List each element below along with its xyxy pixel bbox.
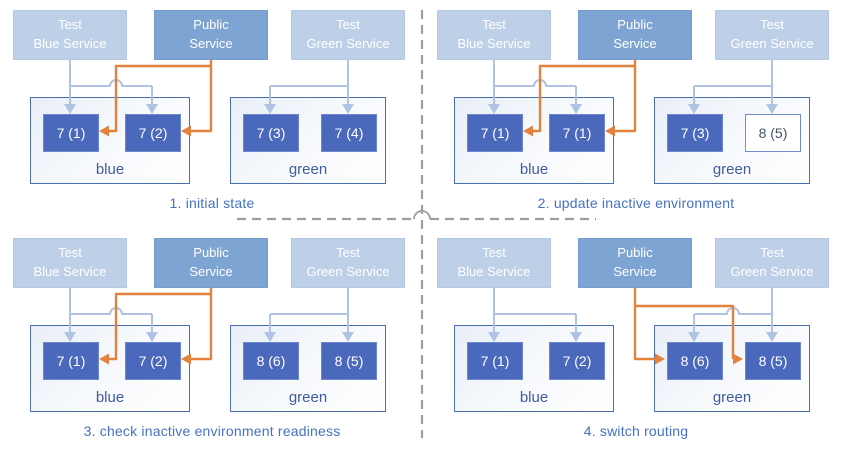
panel-initial-state: Test Blue Service Public Service Test Gr… [0,0,424,228]
service-label-line: Blue Service [33,264,107,279]
pod: 8 (6) [667,342,723,380]
environment-label: blue [95,161,125,178]
service-label-line: Blue Service [33,36,107,51]
green-environment-box: 8 (6) 8 (5) green [654,325,810,412]
service-label-line: Public [193,17,229,33]
pod: 7 (1) [43,342,99,380]
test-green-service-box: Test Green Service [291,238,405,288]
service-label-line: Public [617,245,653,261]
test-blue-service-box: Test Blue Service [437,238,551,288]
panel-check-inactive-environment-readiness: Test Blue Service Public Service Test Gr… [0,228,424,456]
step-caption: 2. update inactive environment [537,195,735,211]
pod: 8 (6) [243,342,299,380]
service-label-line: Green Service [306,264,390,279]
test-green-service-box: Test Green Service [715,10,829,60]
step-caption: 1. initial state [169,195,255,211]
step-caption: 4. switch routing [583,423,689,439]
service-label-line: Test [482,245,506,261]
service-label-line: Service [613,36,657,51]
blue-environment-box: 7 (1) 7 (1) blue [454,97,614,184]
pod: 7 (1) [549,114,605,152]
pod: 7 (4) [321,114,377,152]
pod: 7 (2) [549,342,605,380]
environment-label: blue [519,161,549,178]
pod: 7 (1) [467,342,523,380]
pod: 7 (1) [467,114,523,152]
pod: 7 (2) [125,114,181,152]
test-green-service-box: Test Green Service [291,10,405,60]
service-label-line: Green Service [730,36,814,51]
pod: 8 (5) [745,342,801,380]
pod: 7 (2) [125,342,181,380]
service-label-line: Service [189,36,233,51]
pod: 7 (3) [667,114,723,152]
environment-label: blue [519,389,549,406]
service-label-line: Test [58,245,82,261]
service-label-line: Service [613,264,657,279]
service-label-line: Test [336,245,360,261]
service-label-line: Green Service [306,36,390,51]
environment-label: green [288,389,328,406]
service-label-line: Blue Service [457,36,531,51]
environment-label: green [712,161,752,178]
public-service-box: Public Service [154,238,268,288]
blue-environment-box: 7 (1) 7 (2) blue [454,325,614,412]
service-label-line: Service [189,264,233,279]
service-label-line: Test [336,17,360,33]
pod: 7 (1) [43,114,99,152]
environment-label: green [712,389,752,406]
service-label-line: Test [760,17,784,33]
green-environment-box: 7 (3) 8 (5) green [654,97,810,184]
service-label-line: Test [58,17,82,33]
environment-label: blue [95,389,125,406]
service-label-line: Test [482,17,506,33]
service-label-line: Public [193,245,229,261]
service-label-line: Test [760,245,784,261]
environment-label: green [288,161,328,178]
blue-environment-box: 7 (1) 7 (2) blue [30,97,190,184]
service-label-line: Public [617,17,653,33]
green-environment-box: 8 (6) 8 (5) green [230,325,386,412]
service-label-line: Green Service [730,264,814,279]
public-service-box: Public Service [578,238,692,288]
green-environment-box: 7 (3) 7 (4) green [230,97,386,184]
blue-environment-box: 7 (1) 7 (2) blue [30,325,190,412]
public-service-box: Public Service [154,10,268,60]
panel-update-inactive-environment: Test Blue Service Public Service Test Gr… [424,0,848,228]
test-blue-service-box: Test Blue Service [13,238,127,288]
step-caption: 3. check inactive environment readiness [83,423,341,439]
pod: 8 (5) [745,114,801,152]
pod: 8 (5) [321,342,377,380]
test-blue-service-box: Test Blue Service [437,10,551,60]
pod: 7 (3) [243,114,299,152]
test-green-service-box: Test Green Service [715,238,829,288]
test-blue-service-box: Test Blue Service [13,10,127,60]
public-service-box: Public Service [578,10,692,60]
service-label-line: Blue Service [457,264,531,279]
panel-switch-routing: Test Blue Service Public Service Test Gr… [424,228,848,456]
